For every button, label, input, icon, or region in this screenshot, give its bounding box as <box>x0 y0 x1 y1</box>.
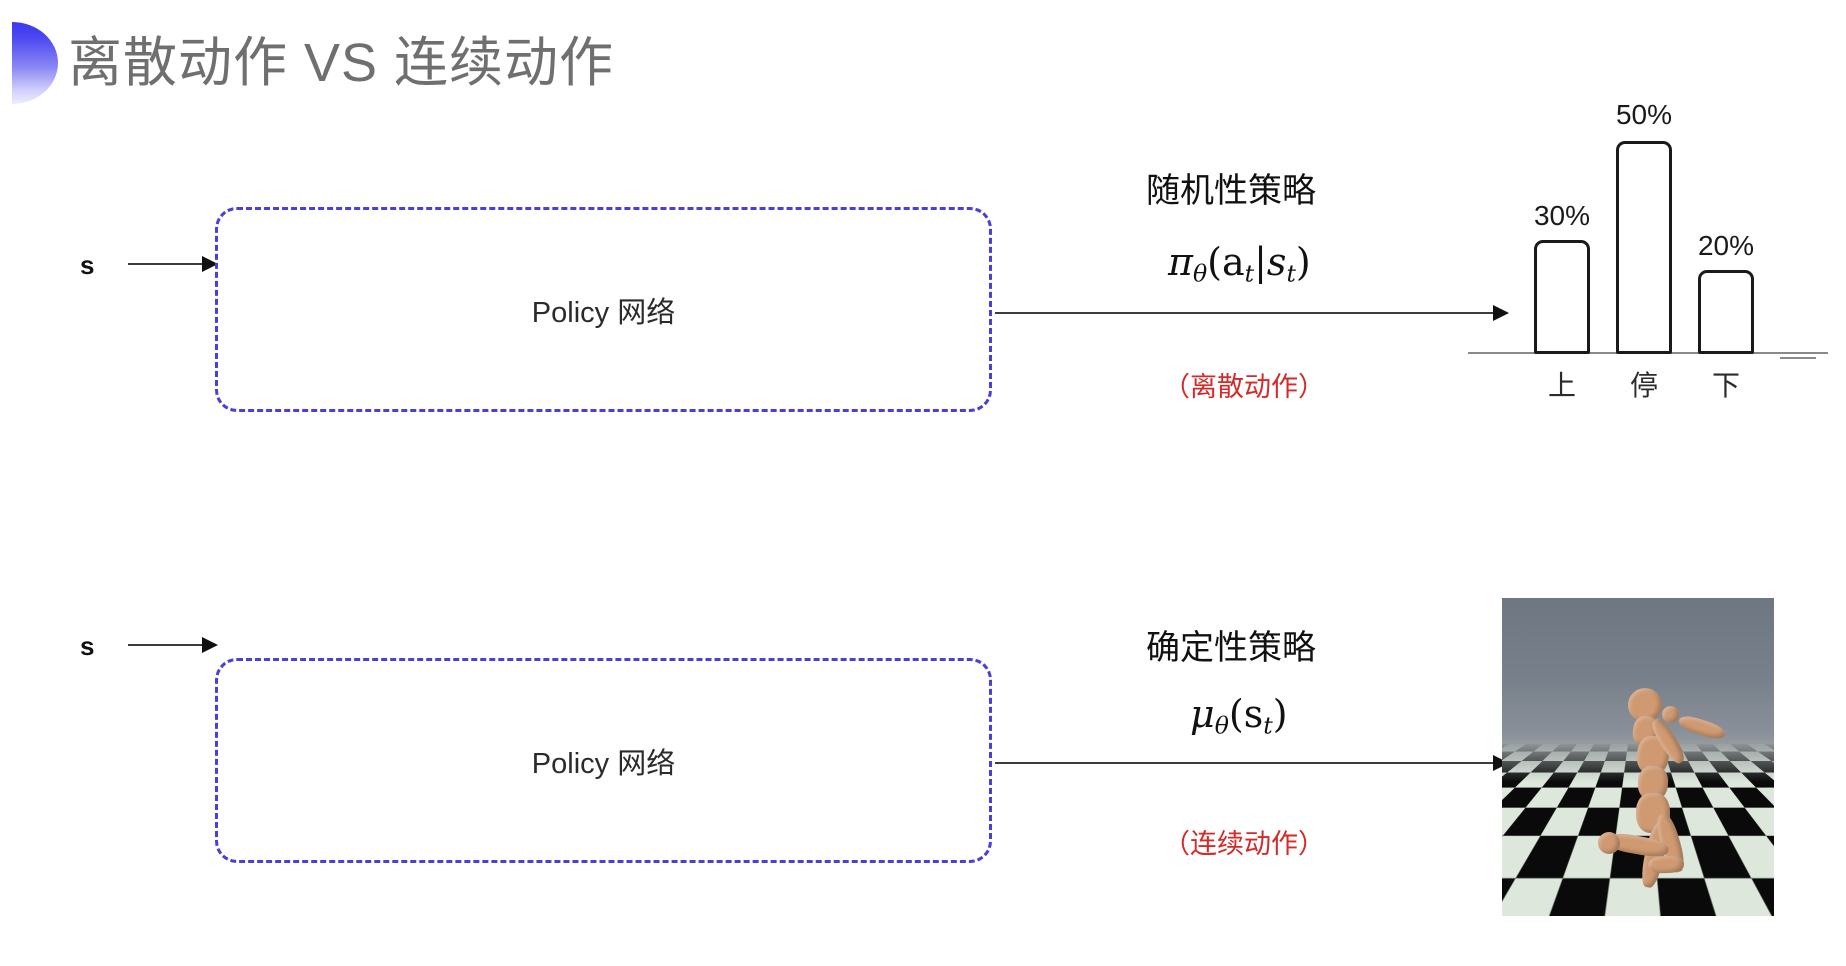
page-title: 离散动作 VS 连续动作 <box>68 33 615 93</box>
policy-note-discrete: （离散动作） <box>1163 372 1325 402</box>
humanoid-foot-left <box>1598 832 1620 854</box>
policy-network-box-continuous[interactable]: Policy 网络 <box>215 658 992 863</box>
formula-pi: π <box>1168 240 1193 284</box>
bar-tick-0: 上 <box>1547 370 1576 401</box>
humanoid-foot-right <box>1647 855 1685 874</box>
formula-t-2: t <box>1286 259 1296 288</box>
formula-t-1: t <box>1244 259 1255 288</box>
state-label-discrete: s <box>80 250 95 280</box>
arrow-policy-to-output-discrete <box>995 312 1507 314</box>
axis-extension-rule <box>1780 357 1816 359</box>
policy-network-box-discrete[interactable]: Policy 网络 <box>215 207 992 412</box>
humanoid-environment-image <box>1502 598 1774 916</box>
title-bullet-icon <box>12 22 58 104</box>
action-probability-bar-chart: 30% 上 50% 停 20% 下 <box>1468 99 1828 401</box>
formula-theta-2: θ <box>1214 711 1229 740</box>
arrow-state-to-policy-discrete <box>128 263 216 265</box>
bar-value-1: 50% <box>1615 99 1673 130</box>
bar-value-2: 20% <box>1697 230 1755 261</box>
bar-value-0: 30% <box>1533 200 1591 231</box>
arrow-policy-to-output-continuous <box>995 762 1507 764</box>
policy-formula-continuous: μθ(st) <box>1190 692 1288 740</box>
bar-tick-1: 停 <box>1629 370 1658 401</box>
policy-network-label-continuous: Policy 网络 <box>531 747 676 780</box>
formula-theta: θ <box>1192 259 1208 288</box>
bar-rect-2 <box>1698 270 1754 354</box>
policy-note-continuous: （连续动作） <box>1163 829 1325 859</box>
formula-close-1: ) <box>1295 240 1311 284</box>
bar-rect-0 <box>1534 240 1590 354</box>
bar-rect-1 <box>1616 141 1672 354</box>
formula-t-3: t <box>1263 711 1273 740</box>
humanoid-shoulder <box>1662 706 1679 723</box>
formula-mu: μ <box>1190 692 1215 736</box>
formula-open-state: (s <box>1228 692 1264 736</box>
arrow-state-to-policy-continuous <box>128 644 216 646</box>
formula-bar-state: |s <box>1254 240 1287 284</box>
state-label-continuous: s <box>80 631 95 661</box>
policy-kind-continuous: 确定性策略 <box>1146 629 1316 667</box>
policy-kind-discrete: 随机性策略 <box>1146 172 1316 210</box>
checkerboard-floor <box>1502 744 1774 916</box>
policy-network-label-discrete: Policy 网络 <box>531 296 676 329</box>
policy-formula-discrete: πθ(at|st) <box>1168 240 1311 288</box>
bar-tick-2: 下 <box>1711 370 1740 401</box>
formula-close-2: ) <box>1272 692 1288 736</box>
formula-open-action: (a <box>1207 240 1245 284</box>
